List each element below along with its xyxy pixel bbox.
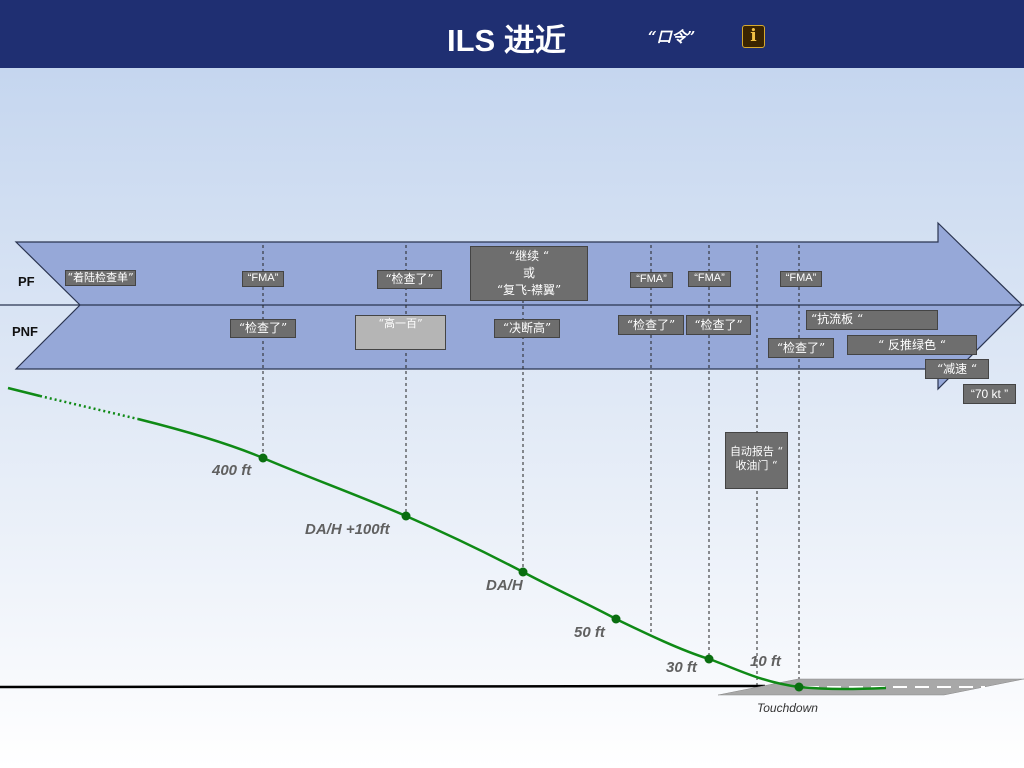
pf-label: PF (18, 274, 35, 289)
page-subtitle: “口令” (648, 28, 696, 46)
pf-callout-landing-checklist: “着陆检查单” (65, 270, 136, 286)
altitude-label-30ft: 30 ft (666, 659, 697, 676)
pnf-callout-checked-1: “检查了” (230, 319, 296, 338)
pnf-callout-decel: “减速 “ (925, 359, 989, 379)
info-icon[interactable]: i (742, 25, 765, 48)
pnf-callout-hundred-above: “高一百” (355, 315, 446, 350)
altitude-label-dah: DA/H (486, 577, 523, 594)
pnf-callout-reverse-green: “ 反推绿色 “ (847, 335, 977, 355)
pf-callout-fma-4: “FMA” (780, 271, 822, 287)
approach-path-dotted (39, 394, 139, 421)
pf-callout-continue-or-goaround: “继续 “ 或 “复飞-襟翼” (470, 246, 588, 301)
altitude-label-400ft: 400 ft (212, 462, 252, 479)
pnf-callout-checked-3: “检查了” (686, 315, 751, 335)
page-title: ILS 进近 (447, 23, 566, 58)
callout-guide-lines (262, 245, 800, 687)
pnf-callout-70kt: “70 kt ” (963, 384, 1016, 404)
pf-callout-fma-1: “FMA” (242, 271, 284, 287)
pnf-callout-minimums: “决断高” (494, 319, 560, 338)
slide-background (0, 68, 1024, 768)
pnf-callout-checked-2: “检查了” (618, 315, 684, 335)
pnf-callout-spoilers: “抗流板 “ (806, 310, 938, 330)
pf-callout-fma-2: “FMA” (630, 272, 673, 288)
glide-path (137, 417, 887, 691)
pnf-label: PNF (12, 324, 38, 339)
altitude-label-50ft: 50 ft (574, 624, 605, 641)
auto-callout-retard: 自动报告 “ 收油门 “ (725, 432, 788, 489)
altitude-label-dah-100: DA/H +100ft (305, 521, 390, 538)
pnf-callout-checked-4: “检查了” (768, 338, 834, 358)
approach-path-upper (7, 386, 41, 398)
touchdown-label: Touchdown (757, 701, 818, 715)
altitude-markers (258, 453, 804, 692)
altitude-label-10ft: 10 ft (750, 653, 781, 670)
ground-line (0, 684, 766, 689)
pf-callout-fma-3: “FMA” (688, 271, 731, 287)
title-bar: ILS 进近 “口令” i (0, 0, 1024, 68)
pf-callout-checked: “检查了” (377, 270, 442, 289)
